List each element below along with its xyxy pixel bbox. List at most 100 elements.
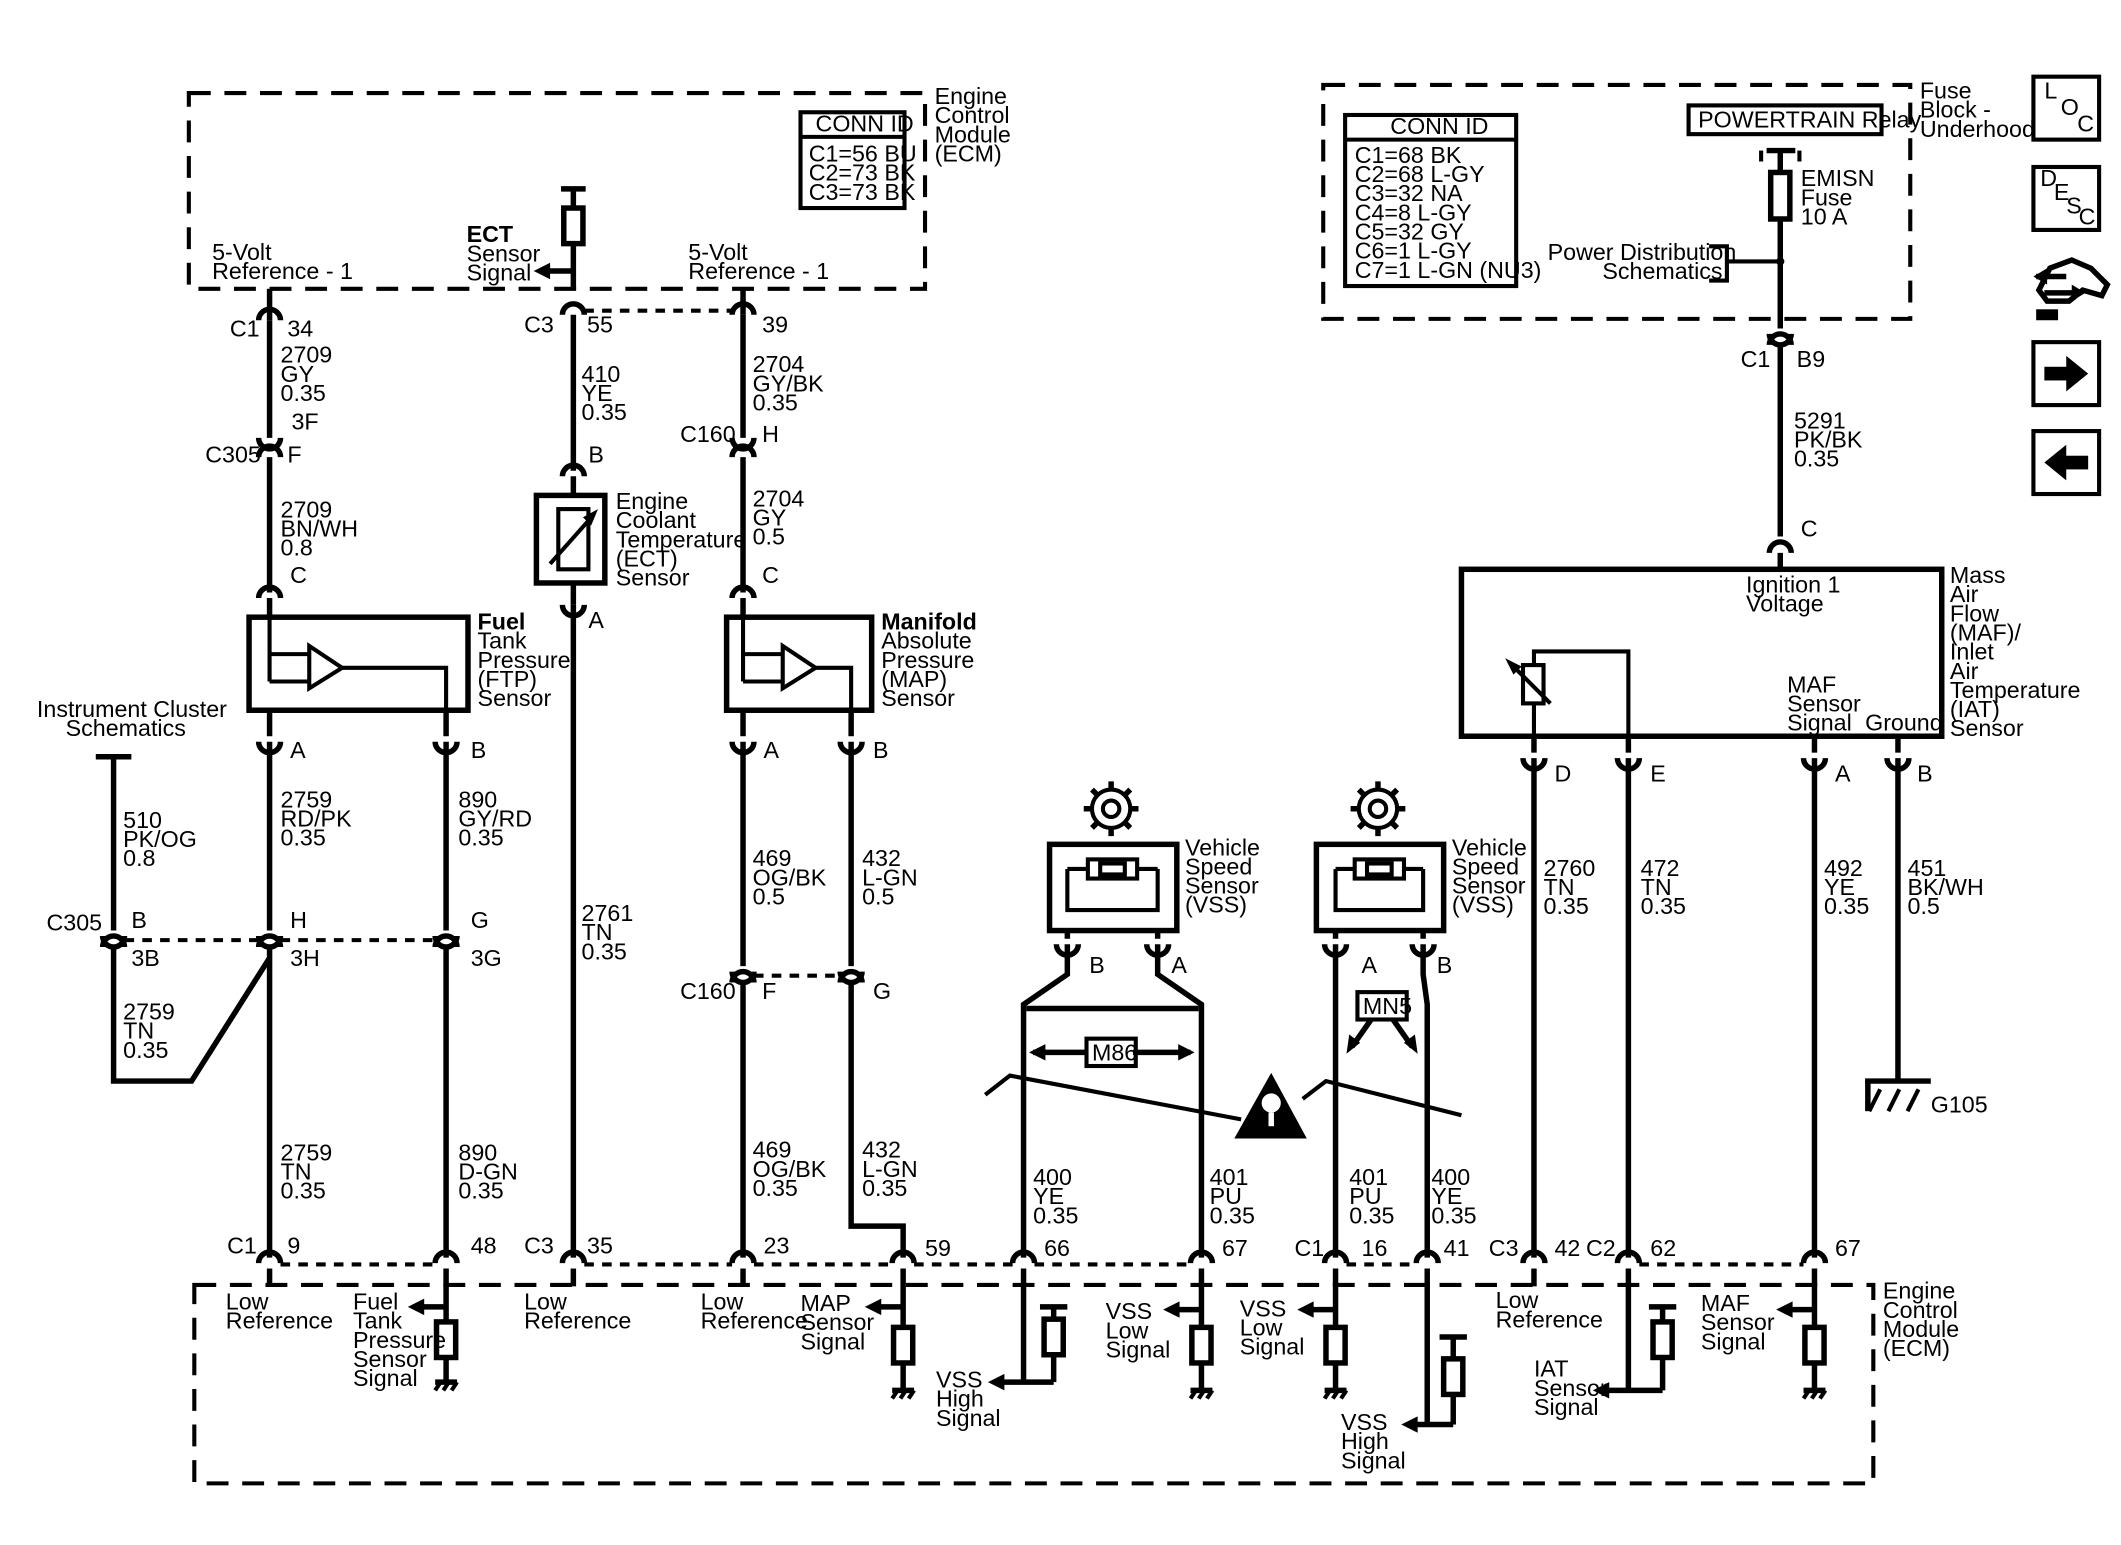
powertrain-relay[interactable]: POWERTRAIN Relay <box>1698 106 1921 132</box>
connector-c3-55: C3 55 <box>524 301 613 338</box>
connector-c160-upper: C160 H <box>680 421 779 458</box>
ect-pin-b: B <box>588 442 604 468</box>
svg-text:55: 55 <box>587 312 613 338</box>
connector-c305-upper: 3F C305 F <box>205 409 318 468</box>
svg-text:C2: C2 <box>1586 1235 1616 1261</box>
svg-text:CONN ID: CONN ID <box>1390 113 1488 139</box>
wire-2704-gy: 2704 GY 0.5 <box>753 485 811 549</box>
svg-text:62: 62 <box>1650 1235 1676 1261</box>
wire-2759-rdpk: 2759 RD/PK 0.35 <box>281 786 359 850</box>
desc-icon[interactable]: D E S C <box>2031 164 2102 232</box>
wire-2759-tn-diag: 2759 TN 0.35 <box>123 998 181 1062</box>
connector-maf-c: C <box>1766 515 1818 554</box>
arrow-right-icon[interactable] <box>2031 340 2102 408</box>
ect-sensor <box>533 492 608 586</box>
ecm-low-ref-3: Low Reference <box>701 1289 808 1334</box>
wire-400-ye-a: 400 YE 0.35 <box>1033 1164 1078 1228</box>
fuse-conn-id-table: CONN ID C1=68 BK C2=68 L-GY C3=32 NA C4=… <box>1343 112 1542 289</box>
fuse-block-box <box>1321 82 1913 321</box>
svg-text:B9: B9 <box>1797 346 1825 372</box>
svg-text:F: F <box>287 442 301 468</box>
svg-text:C: C <box>2077 110 2094 136</box>
wrench-icon[interactable] <box>2033 257 2111 321</box>
svg-text:67: 67 <box>1222 1235 1248 1261</box>
power-dist-link[interactable]: Power Distribution Schematics <box>1548 239 1785 284</box>
gear-icon <box>1083 781 1139 837</box>
ecm-top-title: Engine Control Module (ECM) <box>935 83 1018 166</box>
ecm-vss-high-1: VSS High Signal <box>936 1367 1001 1431</box>
ftp-pin-b: B <box>471 737 487 763</box>
connector-c1-34: C1 34 <box>230 306 313 342</box>
svg-text:C2=68 L-GY: C2=68 L-GY <box>1355 161 1485 187</box>
wire-2761-tn: 2761 TN 0.35 <box>582 900 640 964</box>
svg-text:H: H <box>762 421 779 447</box>
svg-text:G: G <box>873 978 891 1004</box>
ftp-sensor <box>246 614 471 713</box>
maf-ground-label: Ground <box>1865 710 1943 736</box>
ref-left-label: 5-Volt Reference - 1 <box>212 239 353 284</box>
svg-text:9: 9 <box>287 1232 300 1258</box>
connector-fuse-c1-b9: C1 B9 <box>1741 331 1825 372</box>
svg-text:C: C <box>762 562 779 588</box>
wire-890-gyrd: 890 GY/RD 0.35 <box>458 786 538 850</box>
svg-text:34: 34 <box>287 316 313 342</box>
svg-text:B: B <box>131 907 147 933</box>
ref-right-label: 5-Volt Reference - 1 <box>688 239 829 284</box>
loc-icon[interactable]: L O C <box>2031 74 2102 142</box>
svg-text:C3: C3 <box>1489 1235 1519 1261</box>
instrument-cluster-link[interactable]: Instrument Cluster Schematics <box>37 696 233 741</box>
maf-pin-a: A <box>1835 760 1851 786</box>
wire-401-pu-a: 401 PU 0.35 <box>1210 1164 1255 1228</box>
svg-text:23: 23 <box>764 1232 790 1258</box>
svg-text:C7=1 L-GN (NU3): C7=1 L-GN (NU3) <box>1355 257 1542 283</box>
ecm-top-box <box>186 91 928 291</box>
wire-2709-gy: 2709 GY 0.35 <box>281 342 339 406</box>
option-m86: M86 <box>1092 1040 1137 1066</box>
ecm-vss-low-1: VSS Low Signal <box>1106 1298 1171 1362</box>
maf-signal-label: MAF Sensor Signal <box>1787 671 1867 735</box>
connector-map-c: C <box>729 562 779 599</box>
map-sensor <box>723 614 875 713</box>
maf-pin-d: D <box>1554 760 1571 786</box>
maf-ign-label: Ignition 1 Voltage <box>1746 572 1847 617</box>
svg-text:D: D <box>2040 165 2057 191</box>
svg-text:C4=8 L-GY: C4=8 L-GY <box>1355 199 1472 225</box>
svg-text:39: 39 <box>762 312 788 338</box>
svg-text:66: 66 <box>1044 1235 1070 1261</box>
wire-492-ye: 492 YE 0.35 <box>1824 855 1869 919</box>
svg-text:L: L <box>2044 78 2057 104</box>
svg-text:CONN ID: CONN ID <box>816 110 914 136</box>
svg-text:C3=32 NA: C3=32 NA <box>1355 180 1463 206</box>
svg-text:C6=1 L-GY: C6=1 L-GY <box>1355 238 1472 264</box>
emisn-fuse <box>1759 147 1802 329</box>
svg-text:3H: 3H <box>290 945 320 971</box>
vss-m86-pin-b: B <box>1089 952 1105 978</box>
svg-text:3G: 3G <box>471 945 502 971</box>
svg-text:C1=68 BK: C1=68 BK <box>1355 142 1462 168</box>
ecm-low-ref-2: Low Reference <box>524 1289 631 1334</box>
ecm-vss-low-2: VSS Low Signal <box>1240 1295 1305 1359</box>
wire-410-ye: 410 YE 0.35 <box>582 361 627 425</box>
wire-890-dgn: 890 D-GN 0.35 <box>458 1139 524 1203</box>
svg-text:3B: 3B <box>131 945 159 971</box>
connector-39: 39 <box>729 301 788 338</box>
ftp-sensor-label: Fuel Tank Pressure (FTP) Sensor <box>478 609 578 712</box>
vss-mn5-pin-b: B <box>1437 952 1453 978</box>
svg-text:C1: C1 <box>230 316 260 342</box>
ect-signal-label: ECT Sensor Signal <box>467 221 547 285</box>
svg-text:59: 59 <box>925 1235 951 1261</box>
svg-text:3F: 3F <box>291 409 318 435</box>
maf-sensor <box>1458 566 1945 739</box>
svg-text:C: C <box>1801 515 1818 541</box>
svg-text:C305: C305 <box>205 442 261 468</box>
map-pin-b: B <box>873 737 889 763</box>
arrow-left-icon[interactable] <box>2031 429 2102 497</box>
svg-text:C1=56 BU: C1=56 BU <box>809 141 917 167</box>
svg-text:C305: C305 <box>47 910 103 936</box>
wire-400-ye-b: 400 YE 0.35 <box>1431 1164 1476 1228</box>
break-line-right <box>1301 1078 1462 1118</box>
option-m86-box <box>1084 1036 1138 1069</box>
svg-text:C1: C1 <box>1294 1235 1324 1261</box>
vss-sensor-m86 <box>1046 841 1180 934</box>
wire-432-lgn: 432 L-GN 0.35 <box>862 1137 924 1201</box>
